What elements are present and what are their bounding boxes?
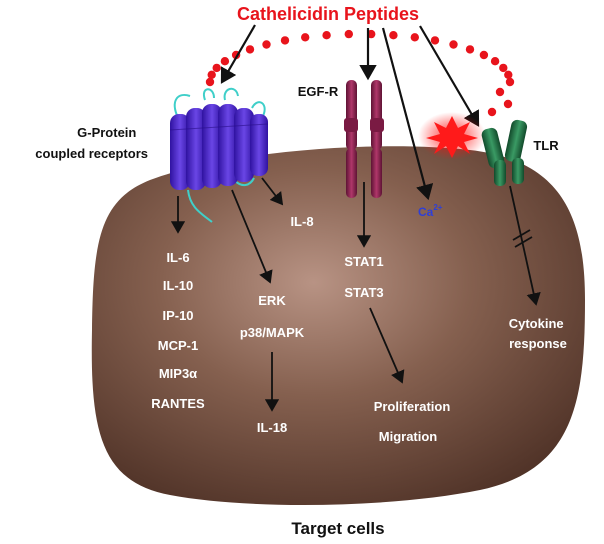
target-cell (91, 146, 585, 506)
peptide-dot (322, 31, 331, 40)
peptide-dot (245, 45, 255, 54)
il8-label: IL-8 (290, 214, 313, 229)
peptide-dot (410, 33, 419, 42)
peptide-dot (344, 29, 353, 39)
peptide-dot (490, 57, 500, 66)
cytokine-5: RANTES (151, 396, 205, 411)
tlr-label: TLR (533, 138, 559, 153)
cytokine-response-label: Cytokine response (509, 316, 568, 351)
arrow-to-gpcr (220, 24, 256, 84)
cytokine-response-line1: Cytokine (509, 316, 564, 331)
gpcr-receptor (169, 87, 269, 223)
arrow-gpcr-erk (231, 189, 273, 284)
footer-label: Target cells (291, 519, 384, 538)
arrow-to-calcium (381, 27, 434, 201)
peptide-dots (205, 29, 515, 117)
egfr-label: EGF-R (298, 84, 339, 99)
proliferation-label: Proliferation (374, 399, 451, 414)
arrow-to-tlr (419, 25, 480, 127)
peptide-dot (220, 57, 230, 66)
egfr-receptor (344, 80, 384, 198)
tlr-activation-burst (426, 116, 478, 158)
peptide-dot (503, 99, 513, 109)
cytokine-0: IL-6 (166, 250, 189, 265)
diagram-title: Cathelicidin Peptides (237, 4, 419, 24)
cytokine-2: IP-10 (162, 308, 193, 323)
il18-label: IL-18 (257, 420, 287, 435)
peptide-dot (495, 87, 505, 97)
calcium-superscript: 2+ (433, 203, 442, 212)
gpcr-cytokine-list: IL-6 IL-10 IP-10 MCP-1 MIP3α RANTES (151, 250, 205, 411)
peptide-dot (449, 40, 458, 49)
peptide-dot (504, 70, 513, 80)
arrow-tlr-response (509, 185, 541, 306)
gpcr-label-line2: coupled receptors (35, 146, 148, 161)
peptide-dot (212, 63, 221, 73)
cytokine-1: IL-10 (163, 278, 193, 293)
stat1-label: STAT1 (344, 254, 383, 269)
peptide-dot (301, 33, 310, 42)
peptide-dot (487, 107, 497, 117)
peptide-dot (207, 70, 216, 80)
stat3-label: STAT3 (344, 285, 383, 300)
peptide-dot (205, 77, 215, 87)
p38-label: p38/MAPK (240, 325, 305, 340)
gpcr-label: G-Protein coupled receptors (35, 125, 148, 161)
cytokine-3: MCP-1 (158, 338, 198, 353)
tlr-receptor (481, 119, 528, 186)
peptide-dot (280, 36, 290, 45)
erk-label: ERK (258, 293, 286, 308)
gpcr-label-line1: G-Protein (77, 125, 136, 140)
peptide-dot (479, 50, 489, 60)
cytokine-4: MIP3α (159, 366, 197, 381)
peptide-dot (389, 31, 398, 40)
calcium-base: Ca (418, 205, 434, 219)
cytokine-response-line2: response (509, 336, 567, 351)
inhibition-mark (512, 229, 533, 248)
calcium-label: Ca2+ (418, 203, 443, 219)
peptide-dot (465, 45, 475, 54)
peptide-dot (430, 36, 440, 45)
peptide-dot (505, 77, 515, 87)
arrow-gpcr-il8 (261, 177, 284, 206)
arrow-stat-proliferation (369, 307, 405, 384)
pathway-arrows (170, 177, 541, 412)
migration-label: Migration (379, 429, 438, 444)
title-arrows (220, 24, 480, 201)
peptide-dot (262, 40, 271, 49)
peptide-dot (499, 63, 508, 73)
